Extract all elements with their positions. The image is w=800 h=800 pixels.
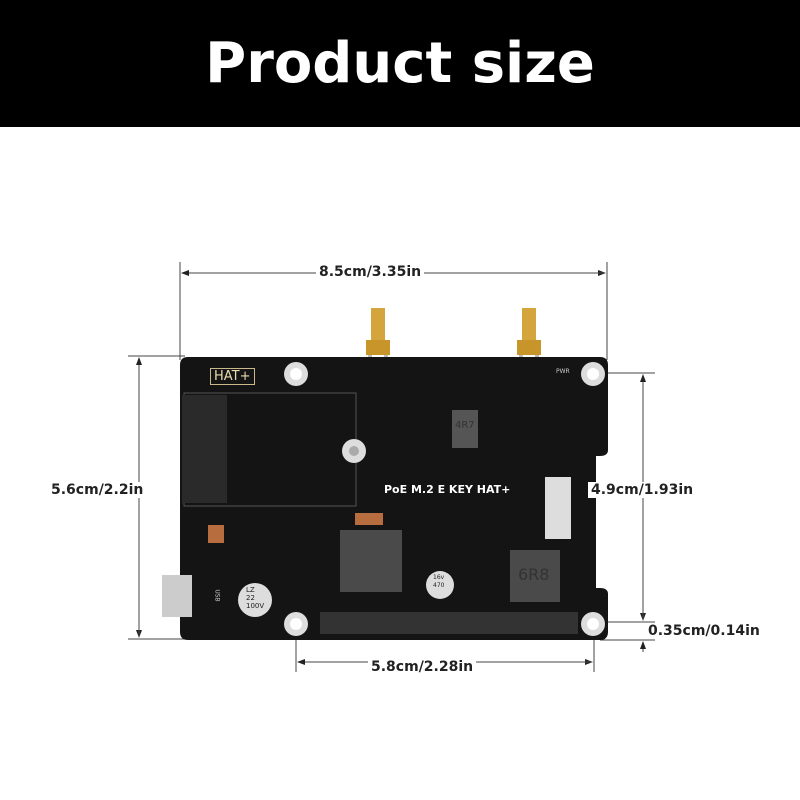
hole-offset-dimension: 0.35cm/0.14in: [645, 623, 763, 639]
m2-slot: [182, 395, 227, 503]
sma-antenna-connectors: [366, 308, 541, 393]
inductor-small-label: 4R7: [455, 420, 475, 431]
hat-badge: HAT+: [210, 368, 255, 385]
usb-c-port: [162, 575, 192, 617]
pwr-label: PWR: [556, 368, 570, 375]
inductor-large-label: 6R8: [518, 565, 550, 584]
capacitor-left: [238, 583, 272, 617]
inductor-large: [510, 550, 560, 602]
height-dimension: 5.6cm/2.2in: [48, 482, 147, 498]
fpc-connector: [545, 477, 571, 539]
board-label: PoE M.2 E KEY HAT+: [384, 483, 511, 496]
width-dimension: 8.5cm/3.35in: [316, 264, 425, 280]
title-banner: Product size: [0, 0, 800, 127]
capacitor-right: [426, 571, 454, 599]
inductor-small: [452, 410, 478, 448]
page-title: Product size: [205, 31, 595, 96]
usb-label: USB: [213, 589, 221, 602]
hole-spacing-dimension: 5.8cm/2.28in: [368, 659, 477, 675]
transformer: [340, 530, 402, 592]
pcb-board: [180, 357, 608, 640]
notch-height-dimension: 4.9cm/1.93in: [588, 482, 697, 498]
gpio-header: [320, 612, 578, 634]
